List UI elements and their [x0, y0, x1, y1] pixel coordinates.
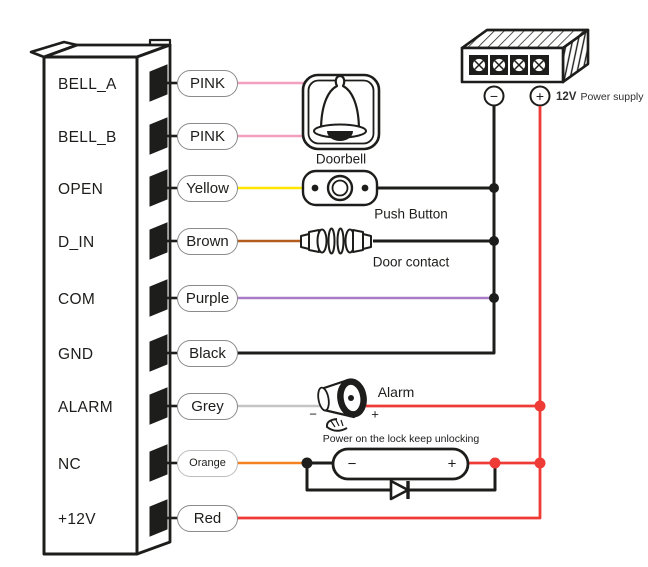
- controller-box-icon: [29, 38, 172, 556]
- power-supply-voltage: 12V: [556, 91, 577, 103]
- psu-minus-terminal-icon: [483, 85, 505, 107]
- terminal-label-alarm: ALARM: [58, 399, 113, 416]
- push-button-icon: [301, 169, 379, 207]
- wire-pill-purple: Purple: [177, 284, 238, 312]
- power-supply-icon: [460, 28, 590, 107]
- door-contact-icon: [300, 227, 372, 255]
- terminal-label-12v: +12V: [58, 511, 96, 528]
- junction-dots: [301, 183, 546, 469]
- terminal-label-gnd: GND: [58, 346, 94, 363]
- alarm-label: Alarm: [377, 384, 415, 400]
- wire-pill-brown: Brown: [177, 227, 238, 255]
- lock-note-label: Power on the lock keep unlocking: [322, 433, 480, 445]
- power-supply-terminal-strip: [469, 55, 549, 75]
- doorbell-icon: [301, 73, 381, 151]
- wire-pill-pink-b: PINK: [177, 122, 238, 150]
- psu-plus-symbol: +: [535, 88, 545, 104]
- wire-pill-pink-a: PINK: [177, 69, 238, 97]
- terminal-label-bell-b: BELL_B: [58, 129, 117, 146]
- terminal-label-nc: NC: [58, 456, 81, 473]
- terminal-connectors: [149, 64, 177, 537]
- wire-pill-orange: Orange: [177, 449, 238, 477]
- terminal-label-com: COM: [58, 291, 96, 308]
- push-button-label: Push Button: [374, 206, 448, 222]
- terminal-label-d-in: D_IN: [58, 234, 95, 251]
- terminal-label-open: OPEN: [58, 181, 104, 198]
- wires: [237, 81, 542, 520]
- terminal-label-bell-a: BELL_A: [58, 76, 117, 93]
- psu-minus-symbol: −: [489, 88, 499, 104]
- plus12v-wire: [237, 106, 542, 520]
- wire-pill-yellow: Yellow: [177, 174, 238, 202]
- wire-pill-red: Red: [177, 504, 238, 532]
- lock-icon: [331, 447, 470, 481]
- wire-pill-black: Black: [177, 339, 238, 367]
- power-supply-name: Power supply: [580, 91, 644, 103]
- alarm-plus-symbol: +: [371, 406, 379, 422]
- doorbell-label: Doorbell: [315, 151, 367, 167]
- lock-minus-symbol: −: [347, 455, 357, 472]
- psu-plus-terminal-icon: [529, 85, 551, 107]
- diode-icon: [389, 479, 410, 501]
- alarm-minus-symbol: −: [309, 406, 317, 422]
- alarm-icon: [317, 378, 367, 432]
- wire-pill-grey: Grey: [177, 392, 238, 420]
- lock-plus-symbol: +: [447, 455, 457, 472]
- door-contact-label: Door contact: [372, 254, 450, 270]
